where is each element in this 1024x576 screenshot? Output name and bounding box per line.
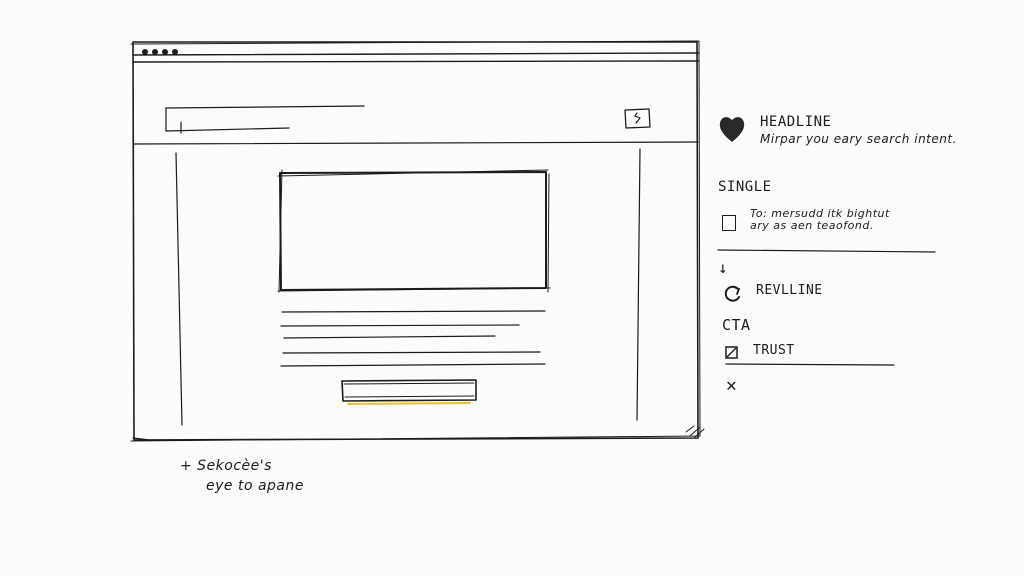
- trust-checkbox[interactable]: [725, 345, 738, 359]
- heart-icon: [718, 114, 746, 144]
- close-icon[interactable]: ✕: [726, 375, 738, 396]
- footer-note-line1: + Sekocèe's: [180, 458, 272, 474]
- sidebar-divider-2: [725, 363, 895, 366]
- right-column-rule: [636, 148, 641, 421]
- cta-button[interactable]: [341, 379, 477, 405]
- down-arrow-icon: ↓: [718, 258, 729, 277]
- sidebar-headline-text: Mirpar you eary search intent.: [760, 132, 957, 146]
- window-dot-4: [172, 49, 178, 55]
- sidebar-headline-title: HEADLINE: [760, 114, 832, 130]
- window-dot-3: [162, 49, 168, 55]
- browser-frame: [130, 40, 701, 442]
- hero-image-placeholder: [277, 169, 551, 293]
- sidebar-cta-label: CTA: [722, 316, 751, 334]
- frame-corner-mark: [132, 437, 151, 441]
- sidebar-divider-1: [717, 249, 936, 253]
- single-checkbox-text-line2: ary as aen teaofond.: [750, 219, 874, 232]
- sidebar-trust-label: TRUST: [753, 343, 795, 358]
- left-column-rule: [175, 152, 183, 426]
- cta-highlight-underline: [347, 402, 471, 405]
- search-icon[interactable]: [624, 108, 651, 129]
- sidebar-single-label: SINGLE: [718, 179, 772, 195]
- footer-note-line2: eye to apane: [206, 478, 304, 494]
- window-dot-1: [142, 49, 148, 55]
- resize-handle[interactable]: [685, 425, 705, 438]
- window-controls: [142, 49, 178, 55]
- window-dot-2: [152, 49, 158, 55]
- refresh-icon: [721, 283, 743, 305]
- header-divider: [132, 141, 699, 145]
- header-search-bar[interactable]: [165, 105, 365, 134]
- single-checkbox-text-line1: To: mersudd itk bightut: [750, 207, 890, 220]
- sidebar-revlline-label: REVLLINE: [756, 283, 823, 298]
- body-text-lines: [280, 310, 546, 367]
- single-checkbox[interactable]: [722, 215, 736, 231]
